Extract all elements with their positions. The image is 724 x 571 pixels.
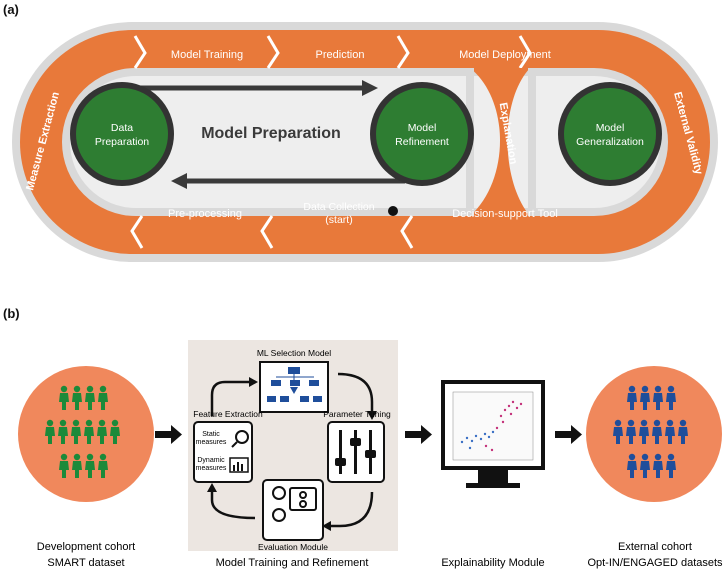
model-refinement-line1: Model — [408, 122, 437, 134]
data-preparation-circle — [76, 88, 168, 180]
model-refinement-circle — [376, 88, 468, 180]
dynamic-measures-line2: measures — [196, 465, 227, 472]
panel-a-label: (a) — [3, 2, 19, 17]
decision-support-label: Decision-support Tool — [452, 208, 558, 220]
data-collection-line1: Data Collection — [303, 201, 374, 213]
gear-icon — [272, 486, 317, 522]
panel-b-diagram: ML Selection Model Feature Extraction Pa… — [18, 340, 723, 569]
arrow-3-icon — [555, 425, 582, 444]
start-dot — [388, 206, 398, 216]
ml-selection-label: ML Selection Model — [257, 348, 331, 358]
bar-chart-icon — [229, 457, 249, 473]
data-preparation-line1: Data — [111, 122, 133, 134]
data-preparation-line2: Preparation — [95, 136, 149, 148]
model-training-label: Model Training — [171, 49, 243, 61]
sliders-icon — [335, 430, 376, 474]
model-deployment-label: Model Deployment — [459, 49, 551, 61]
cycle-arrow-br — [330, 491, 374, 528]
cycle-arrow-tl — [210, 380, 250, 416]
model-generalization-line1: Model — [596, 122, 625, 134]
static-measures-line1: Static — [202, 431, 220, 438]
external-caption-line1: External cohort — [618, 541, 692, 553]
model-refinement-line2: Refinement — [395, 136, 449, 148]
data-collection-line2: (start) — [325, 214, 352, 226]
scatter-plot-icon — [452, 391, 534, 461]
arrow-1-icon — [155, 425, 182, 444]
arrow-2-icon — [405, 425, 432, 444]
feature-extraction-label: Feature Extraction — [193, 409, 263, 419]
panel-a-diagram: Data Preparation Model Refinement Model … — [12, 22, 718, 262]
cycle-arrow-bl — [210, 490, 256, 520]
panel-b-label: (b) — [3, 306, 20, 321]
parameter-tuning-label: Parameter Tuning — [323, 409, 391, 419]
pre-processing-label: Pre-processing — [168, 208, 242, 220]
development-caption-line1: Development cohort — [37, 541, 135, 553]
model-generalization-circle — [564, 88, 656, 180]
scatter-points — [460, 400, 523, 452]
explainability-caption: Explainability Module — [441, 557, 544, 569]
development-caption-line2: SMART dataset — [47, 557, 124, 569]
magnifier-icon — [235, 430, 249, 444]
evaluation-module-label: Evaluation Module — [258, 542, 328, 552]
center-title: Model Preparation — [201, 125, 341, 142]
cycle-arrow-tr — [337, 372, 374, 412]
prediction-label: Prediction — [316, 49, 365, 61]
external-caption-line2: Opt-IN/ENGAGED datasets — [587, 557, 723, 569]
training-caption: Model Training and Refinement — [216, 557, 369, 569]
explanation-band — [470, 68, 530, 216]
decision-tree-icon — [267, 367, 322, 402]
model-generalization-line2: Generalization — [576, 136, 644, 148]
dynamic-measures-line1: Dynamic — [197, 457, 225, 464]
static-measures-line2: measures — [196, 439, 227, 446]
